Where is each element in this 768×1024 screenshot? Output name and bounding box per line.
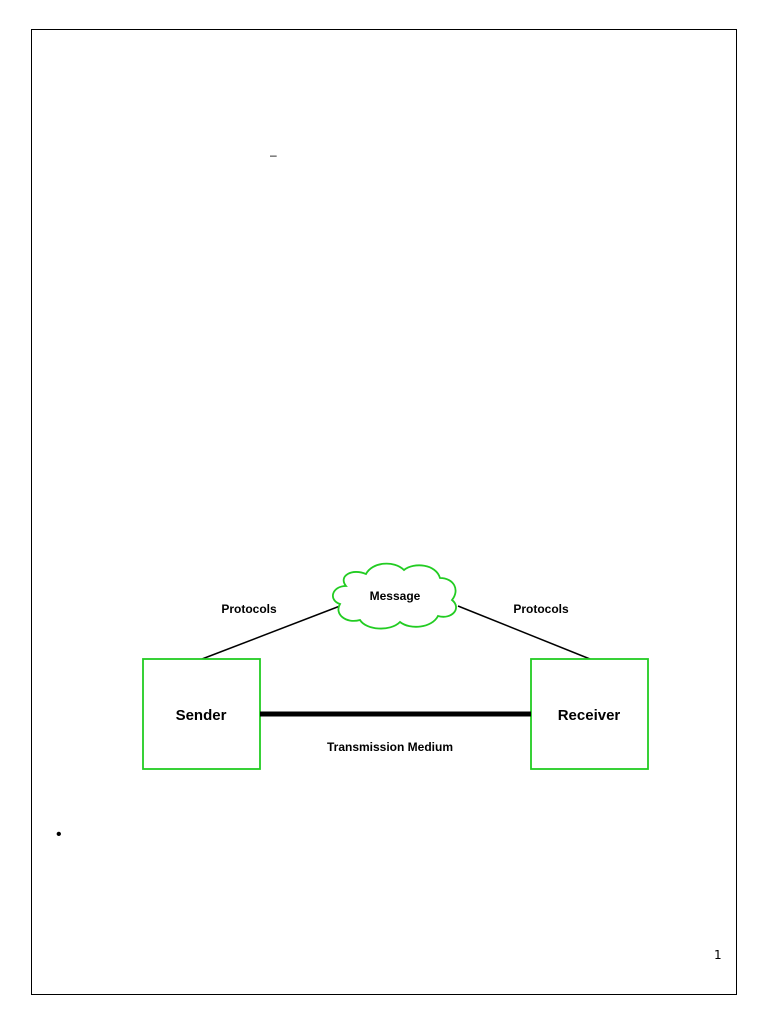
- protocols-right-label: Protocols: [513, 602, 569, 616]
- message-label: Message: [370, 589, 421, 603]
- page-frame: [31, 29, 737, 995]
- sender-label: Sender: [176, 707, 227, 724]
- receiver-label: Receiver: [558, 707, 621, 724]
- protocols-left-line: [201, 605, 341, 660]
- transmission-medium-label: Transmission Medium: [327, 740, 453, 754]
- dash-mark: –: [270, 148, 277, 162]
- protocols-left-label: Protocols: [221, 602, 277, 616]
- bullet-point: •: [56, 826, 62, 843]
- sender-box: [142, 658, 261, 770]
- message-cloud: [332, 562, 457, 630]
- page-number: 1: [714, 948, 722, 962]
- protocols-right-line: [457, 605, 591, 660]
